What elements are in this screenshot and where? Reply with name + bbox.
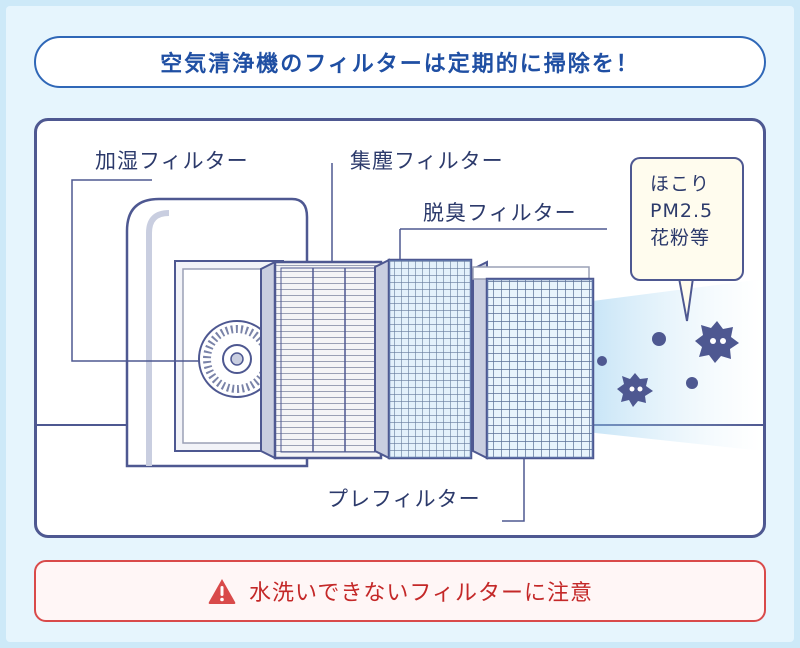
dust-filter bbox=[260, 260, 383, 460]
label-pre-filter: プレフィルター bbox=[327, 487, 481, 511]
title-banner: 空気清浄機のフィルターは定期的に掃除を！ bbox=[34, 36, 766, 88]
warning-text: 水洗いできないフィルターに注意 bbox=[249, 581, 593, 606]
particles-callout: ほこり PM2.5 花粉等 bbox=[630, 157, 744, 281]
label-humidify-filter: 加湿フィルター bbox=[95, 149, 249, 173]
filter-diagram: 加湿フィルター 集塵フィルター 脱臭フィルター プレフィルター ほこり PM2.… bbox=[34, 118, 766, 538]
label-dust-filter: 集塵フィルター bbox=[350, 149, 504, 173]
warning-banner: 水洗いできないフィルターに注意 bbox=[34, 560, 766, 622]
warning-triangle-icon bbox=[208, 579, 236, 604]
air-purifier-illustration bbox=[37, 163, 763, 522]
callout-line-pm25: PM2.5 bbox=[650, 200, 714, 222]
callout-line-pollen: 花粉等 bbox=[650, 227, 711, 249]
pre-filter bbox=[472, 260, 595, 460]
label-deodorize-filter: 脱臭フィルター bbox=[423, 201, 577, 225]
dust-particles bbox=[597, 321, 739, 407]
page-title: 空気清浄機のフィルターは定期的に掃除を！ bbox=[160, 52, 640, 77]
deodorize-filter bbox=[374, 258, 473, 460]
callout-line-dust: ほこり bbox=[650, 173, 711, 195]
